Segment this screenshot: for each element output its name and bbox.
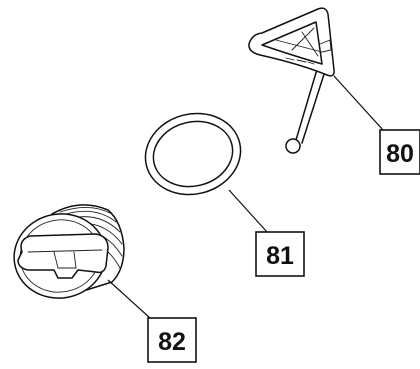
- callout-81: 81: [255, 231, 305, 277]
- leader-line-82: [107, 279, 151, 319]
- callout-81-label: 81: [266, 242, 294, 270]
- callout-82: 82: [147, 317, 197, 363]
- filler-plug-part: [13, 204, 125, 299]
- callout-82-label: 82: [158, 328, 186, 356]
- dipstick-part: [248, 7, 335, 154]
- callout-80: 80: [379, 129, 420, 175]
- callout-80-label: 80: [386, 140, 414, 168]
- leader-line-80: [333, 75, 384, 131]
- o-ring-part: [144, 112, 242, 196]
- leader-line-81: [228, 189, 268, 233]
